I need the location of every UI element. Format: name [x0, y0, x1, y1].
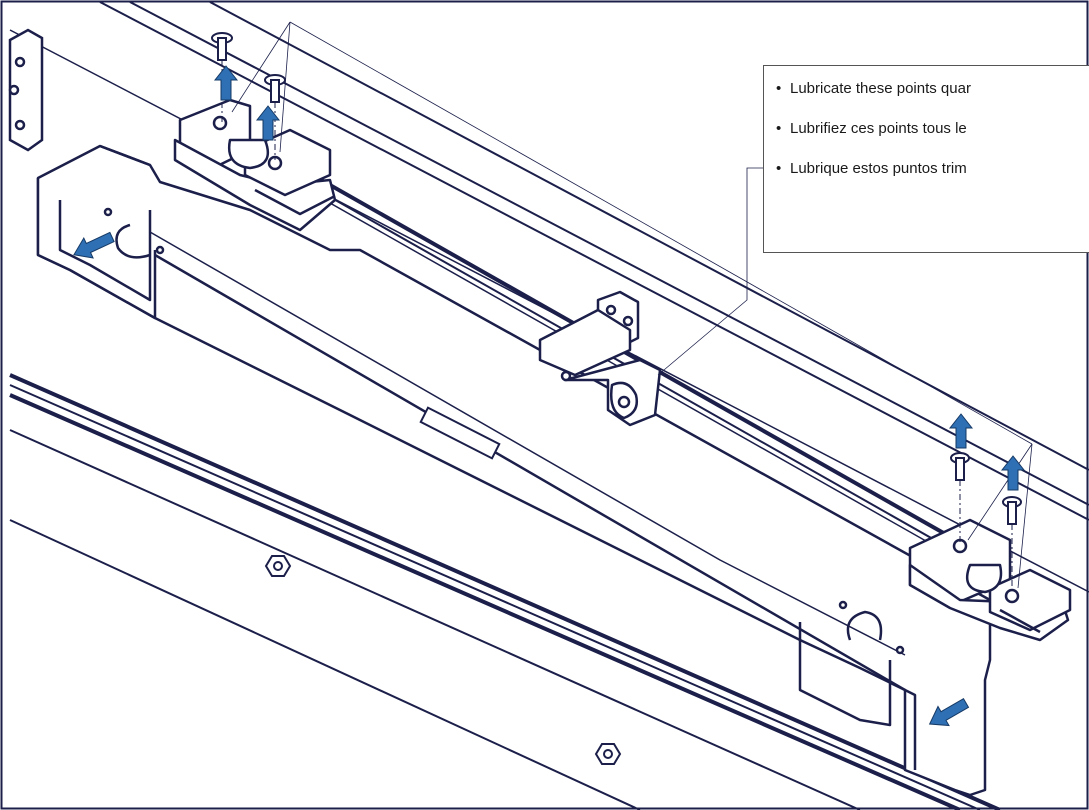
screw-top-left-2: [264, 74, 286, 103]
screw-right-1: [950, 452, 970, 481]
instruction-english: Lubricate these points quar: [776, 79, 1089, 119]
screw-right-2: [1002, 496, 1022, 525]
lubrication-callout-box: Lubricate these points quar Lubrifiez ce…: [763, 65, 1089, 253]
right-hanger-assembly: [908, 518, 1072, 642]
lubrication-instructions-list: Lubricate these points quar Lubrifiez ce…: [776, 79, 1089, 199]
up-arrow-icon: [256, 105, 280, 141]
center-bracket: [538, 290, 662, 427]
rail-bolt-right: [594, 743, 622, 765]
label-slot: [419, 406, 501, 460]
callout-leader-lines: [231, 21, 1033, 589]
instruction-french: Lubrifiez ces points tous le: [776, 119, 1089, 159]
bottom-frame-rails: [9, 373, 1001, 810]
rail-bolt-left: [264, 555, 292, 577]
left-hanger-assembly: [173, 98, 337, 232]
left-wall-bracket: [8, 28, 44, 152]
instruction-spanish: Lubrique estos puntos trim: [776, 159, 1089, 199]
